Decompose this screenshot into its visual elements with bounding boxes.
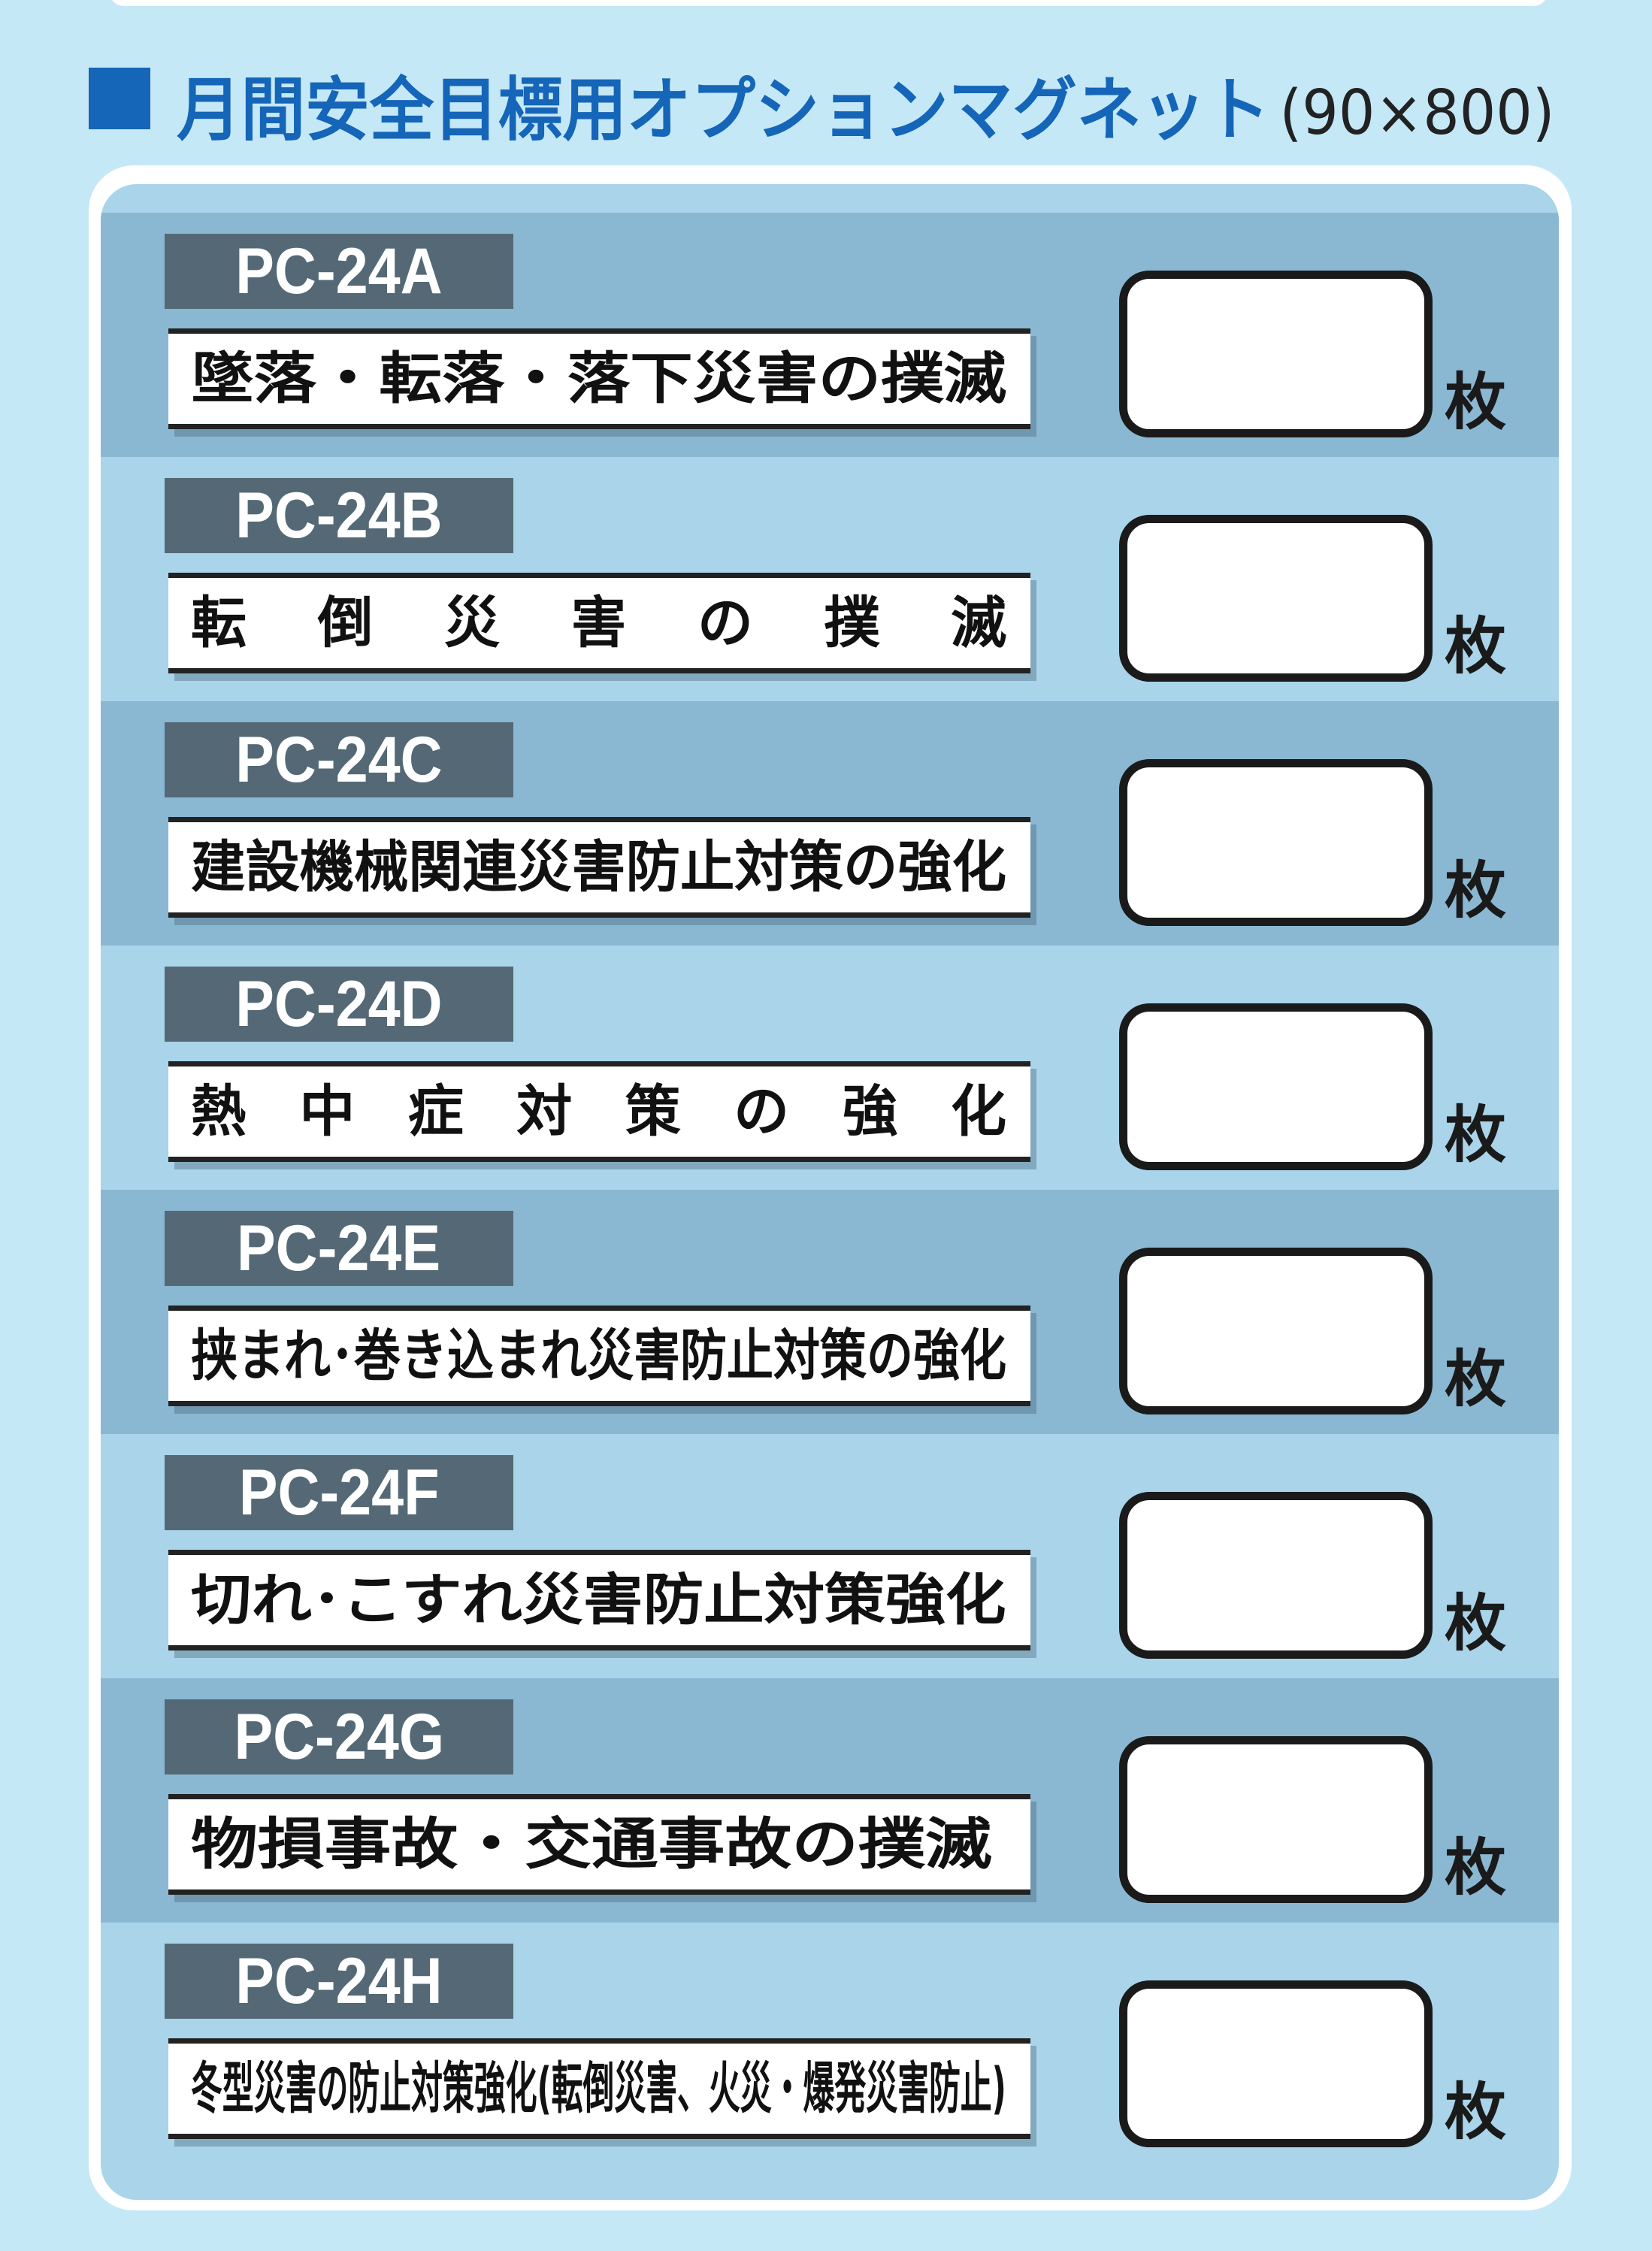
- section-title: 月間安全目標用オプションマグネット(90×800): [177, 54, 1555, 154]
- unit-label: 枚: [1445, 611, 1507, 682]
- magnet-sample: 挟まれ･巻き込まれ災害防止対策の強化: [168, 1306, 1030, 1406]
- magnet-text: 建設機械関連災害防止対策の強化: [191, 835, 1006, 900]
- product-row: PC-24C 建設機械関連災害防止対策の強化 枚: [101, 701, 1559, 945]
- product-row: PC-24E 挟まれ･巻き込まれ災害防止対策の強化 枚: [101, 1190, 1559, 1434]
- magnet-sample: 熱中症対策の強化: [168, 1061, 1030, 1162]
- unit-label: 枚: [1445, 855, 1507, 927]
- title-text: 月間安全目標用オプションマグネット: [177, 70, 1270, 150]
- quantity-input[interactable]: [1119, 759, 1433, 926]
- product-code: PC-24G: [165, 1699, 513, 1774]
- previous-panel-edge: [109, 0, 1548, 6]
- magnet-sample: 冬型災害の防止対策強化(転倒災害、火災・爆発災害防止): [168, 2038, 1030, 2139]
- title-size: (90×800): [1279, 77, 1555, 149]
- magnet-text: 墜落・転落・落下災害の撲滅: [191, 346, 1006, 411]
- quantity-input[interactable]: [1119, 515, 1433, 682]
- product-code-text: PC-24H: [235, 1945, 443, 2017]
- product-code: PC-24F: [165, 1455, 513, 1530]
- quantity-input[interactable]: [1119, 1980, 1433, 2147]
- unit-label: 枚: [1445, 1100, 1507, 1171]
- product-code: PC-24B: [165, 478, 513, 553]
- magnet-text: 切れ･こすれ災害防止対策強化: [191, 1568, 1006, 1632]
- product-code-text: PC-24F: [238, 1457, 440, 1529]
- magnet-sample: 物損事故・交通事故の撲滅: [168, 1794, 1030, 1895]
- product-code: PC-24D: [165, 967, 513, 1042]
- quantity-input[interactable]: [1119, 1003, 1433, 1170]
- quantity-input[interactable]: [1119, 271, 1433, 437]
- magnet-sample: 墜落・転落・落下災害の撲滅: [168, 328, 1030, 429]
- product-row: PC-24H 冬型災害の防止対策強化(転倒災害、火災・爆発災害防止) 枚: [101, 1923, 1559, 2200]
- magnet-sample: 転倒災害の撲滅: [168, 573, 1030, 673]
- quantity-input[interactable]: [1119, 1492, 1433, 1659]
- unit-label: 枚: [1445, 1832, 1507, 1904]
- product-code: PC-24C: [165, 722, 513, 797]
- unit-label: 枚: [1445, 2077, 1507, 2148]
- magnet-sample: 建設機械関連災害防止対策の強化: [168, 817, 1030, 918]
- product-row: PC-24F 切れ･こすれ災害防止対策強化 枚: [101, 1434, 1559, 1678]
- quantity-input[interactable]: [1119, 1248, 1433, 1414]
- product-code-text: PC-24E: [237, 1212, 441, 1284]
- quantity-input[interactable]: [1119, 1736, 1433, 1903]
- product-code-text: PC-24B: [235, 480, 443, 552]
- magnet-sample: 切れ･こすれ災害防止対策強化: [168, 1550, 1030, 1650]
- product-code-text: PC-24A: [235, 235, 443, 307]
- order-form-panel: PC-24A 墜落・転落・落下災害の撲滅 枚 PC-24B 転倒災害の撲滅 枚 …: [101, 184, 1559, 2200]
- product-code-text: PC-24D: [235, 968, 443, 1040]
- product-code-text: PC-24C: [235, 724, 443, 796]
- product-code: PC-24H: [165, 1944, 513, 2019]
- magnet-text: 物損事故・交通事故の撲滅: [191, 1812, 992, 1877]
- unit-label: 枚: [1445, 1344, 1507, 1415]
- magnet-text: 冬型災害の防止対策強化(転倒災害、火災・爆発災害防止): [191, 2056, 1006, 2121]
- product-row: PC-24D 熱中症対策の強化 枚: [101, 945, 1559, 1190]
- product-code-text: PC-24G: [234, 1701, 444, 1773]
- magnet-text: 転倒災害の撲滅: [191, 591, 1030, 655]
- magnet-text: 熱中症対策の強化: [191, 1079, 1030, 1144]
- product-row: PC-24A 墜落・転落・落下災害の撲滅 枚: [101, 213, 1559, 457]
- product-row: PC-24B 転倒災害の撲滅 枚: [101, 457, 1559, 701]
- magnet-text: 挟まれ･巻き込まれ災害防止対策の強化: [191, 1324, 1006, 1388]
- product-row: PC-24G 物損事故・交通事故の撲滅 枚: [101, 1678, 1559, 1923]
- title-square-icon: [89, 68, 150, 129]
- unit-label: 枚: [1445, 1588, 1507, 1660]
- unit-label: 枚: [1445, 367, 1507, 438]
- product-code: PC-24E: [165, 1211, 513, 1286]
- product-code: PC-24A: [165, 234, 513, 309]
